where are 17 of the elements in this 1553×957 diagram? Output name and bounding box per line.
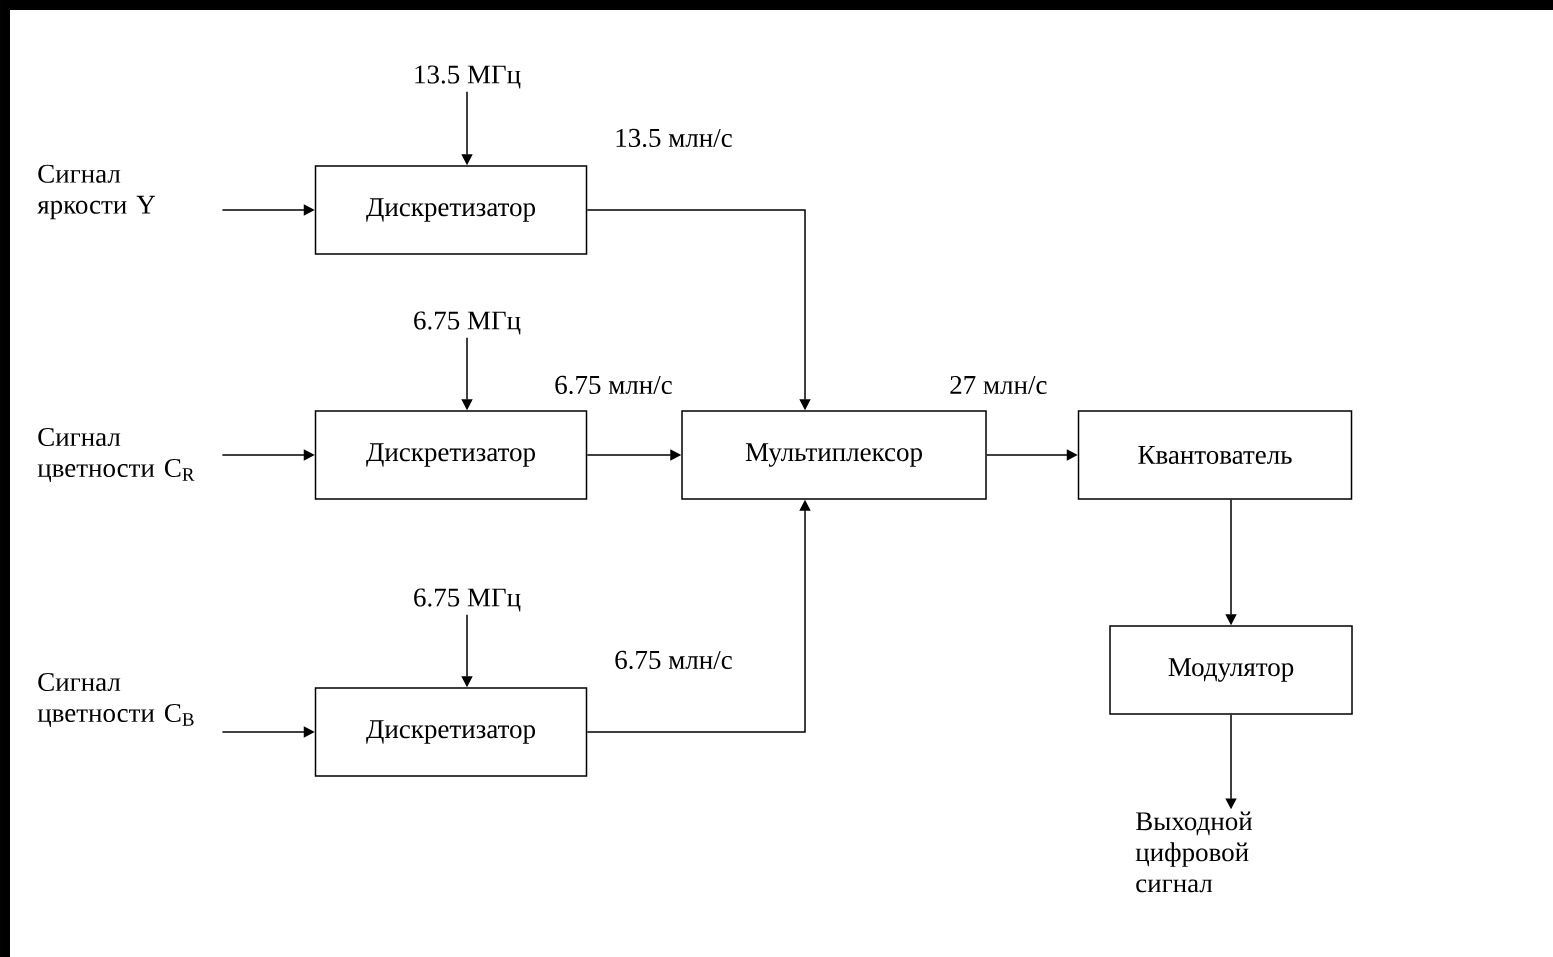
- process-box: Дискретизатор: [314, 165, 588, 255]
- edge-label: 6.75 млн/с: [615, 650, 732, 670]
- frequency-label: 6.75 МГц: [414, 311, 521, 335]
- edge-label: 6.75 млн/с: [555, 375, 672, 395]
- input-label: Сигнал цветности C$_{B}$: [37, 672, 194, 728]
- process-box: Дискретизатор: [314, 687, 588, 777]
- input-label: Сигнал цветности C$_{R}$: [37, 427, 195, 483]
- output-label: Выходной цифровой сигнал: [1135, 811, 1253, 893]
- process-box: Дискретизатор: [314, 410, 588, 500]
- input-label: Сигнал яркости Y: [37, 164, 156, 220]
- process-box: Квантователь: [1077, 410, 1353, 500]
- process-box: Модулятор: [1109, 625, 1353, 715]
- edge-label: 27 млн/с: [950, 375, 1047, 395]
- process-box: Мультиплексор: [681, 410, 987, 500]
- frequency-label: 6.75 МГц: [414, 588, 521, 612]
- frequency-label: 13.5 МГц: [415, 65, 521, 89]
- edge-label: 13.5 млн/с: [616, 128, 732, 148]
